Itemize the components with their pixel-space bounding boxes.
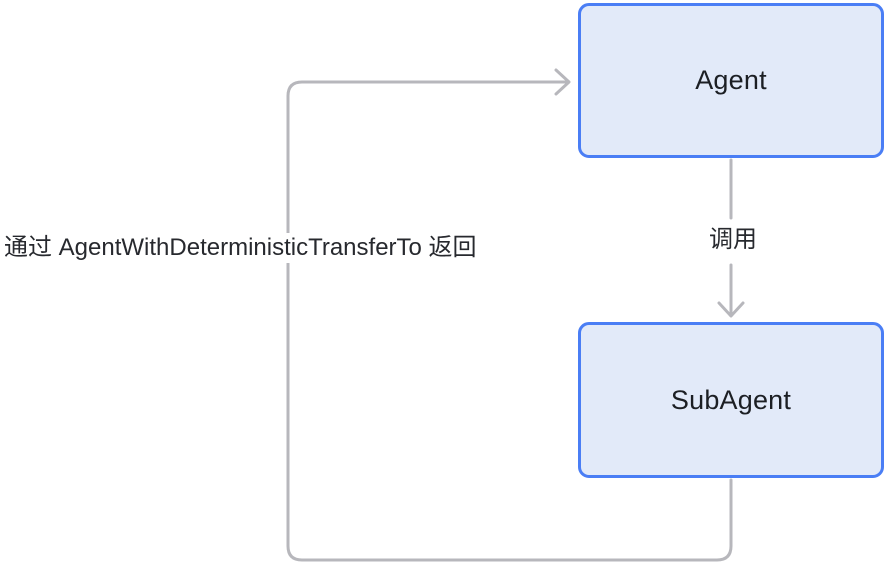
node-agent-label: Agent <box>695 65 767 95</box>
node-subagent-label: SubAgent <box>670 384 792 415</box>
arrowhead-down-icon <box>717 301 745 318</box>
node-agent[interactable]: Agent <box>578 3 884 158</box>
node-subagent[interactable]: SubAgent <box>578 322 884 478</box>
edge-label-return: 通过 AgentWithDeterministicTransferTo 返回 <box>0 233 481 264</box>
edge-label-invoke: 调用 <box>702 225 764 256</box>
arrowhead-right-icon <box>554 68 571 96</box>
